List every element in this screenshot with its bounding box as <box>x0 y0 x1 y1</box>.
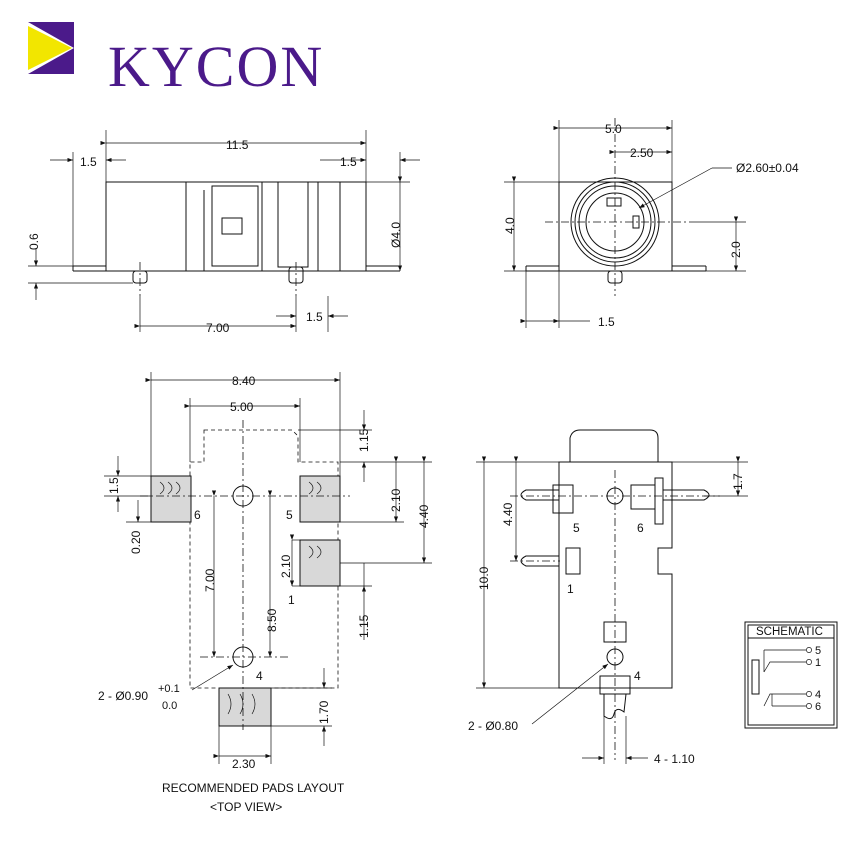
dim-bottom-pin-spacing: 4.40 <box>501 502 515 526</box>
bottom-pin-label-5: 5 <box>573 521 580 535</box>
bottom-hole-callout: 2 - Ø0.80 <box>468 719 518 733</box>
schematic-pin-1: 1 <box>815 657 821 669</box>
hole-tol-minus: 0.0 <box>162 700 177 712</box>
bottom-pin-label-4: 4 <box>634 669 641 683</box>
dim-front-half-width: 2.50 <box>630 146 654 160</box>
bottom-pin-label-6: 6 <box>637 521 644 535</box>
dim-bottom-offset: 1.7 <box>731 473 745 490</box>
dim-hole-pitch: 7.00 <box>203 568 217 592</box>
schematic-pin-5: 5 <box>815 645 821 657</box>
schematic-jack-symbol <box>751 659 760 695</box>
dim-pad-height-mid: 2.10 <box>279 554 293 578</box>
dim-pin-width: 4 - 1.10 <box>654 752 695 766</box>
schematic-title: SCHEMATIC <box>756 626 823 638</box>
dim-top-offset: 1.15 <box>357 428 371 452</box>
hole-callout: 2 - Ø0.90 <box>98 689 148 703</box>
side-body-outline <box>105 181 367 272</box>
kycon-logo: KYCON <box>28 22 328 96</box>
dim-body-width: 5.00 <box>230 400 254 414</box>
dim-overall-width: 8.40 <box>232 374 256 388</box>
side-view: 11.5 1.5 1.5 Ø4.0 0.6 7.00 1.5 <box>27 130 420 335</box>
schematic: SCHEMATIC 5 1 4 6 <box>744 621 838 729</box>
pad-label-1: 1 <box>288 593 295 607</box>
dim-front-width: 5.0 <box>605 122 622 136</box>
dim-bottom-length: 10.0 <box>477 566 491 590</box>
dim-diameter: Ø4.0 <box>389 222 403 248</box>
pad-label-4: 4 <box>256 669 263 683</box>
hole-tol-plus: +0.1 <box>158 683 180 695</box>
dim-pad-height-left: 1.5 <box>107 477 121 494</box>
schematic-pin-4: 4 <box>815 689 821 701</box>
dim-pad-gap: 0.20 <box>129 530 143 554</box>
dim-center-height: 2.0 <box>729 241 743 258</box>
logo-text: KYCON <box>108 34 325 99</box>
dim-hole-to-pad: 8.50 <box>265 608 279 632</box>
pad-layout-caption: RECOMMENDED PADS LAYOUT <box>162 781 345 795</box>
pad-4 <box>218 687 272 727</box>
dim-pad-height-right: 2.10 <box>389 488 403 512</box>
logo-mark-icon <box>28 22 74 74</box>
pad-layout: 6 5 1 4 8.40 5.00 1.15 2.10 4.40 1.5 <box>98 372 432 814</box>
pad-1 <box>299 539 341 587</box>
pad-layout-caption-view: <TOP VIEW> <box>210 800 282 814</box>
dim-bottom-pad-height: 1.70 <box>317 700 331 724</box>
front-view: 5.0 2.50 Ø2.60±0.04 4.0 2.0 1.5 <box>503 118 799 329</box>
dim-pin-offset: 1.5 <box>306 310 323 324</box>
dim-mid-gap: 1.15 <box>357 614 371 638</box>
dim-bore: Ø2.60±0.04 <box>736 161 799 175</box>
dim-overall-length: 11.5 <box>226 138 249 152</box>
dim-span: 4.40 <box>417 504 431 528</box>
bottom-view: 5 6 1 4 1.7 4.40 10.0 2 - Ø0.80 4 - 1.10 <box>468 429 748 766</box>
pad-5 <box>299 475 341 523</box>
dim-front-height: 4.0 <box>503 217 517 234</box>
dim-right-offset: 1.5 <box>340 155 357 169</box>
dim-pin-pitch: 7.00 <box>206 321 230 335</box>
dim-left-offset: 1.5 <box>80 155 97 169</box>
pad-6 <box>150 475 192 523</box>
dim-bottom-pad-width: 2.30 <box>232 757 256 771</box>
dim-front-pin-offset: 1.5 <box>598 315 615 329</box>
bottom-pin-label-1: 1 <box>567 582 574 596</box>
bottom-body-outline <box>558 461 673 689</box>
pad-label-6: 6 <box>194 508 201 522</box>
dim-flange: 0.6 <box>27 233 41 250</box>
pad-label-5: 5 <box>286 508 293 522</box>
schematic-pin-6: 6 <box>815 701 821 713</box>
